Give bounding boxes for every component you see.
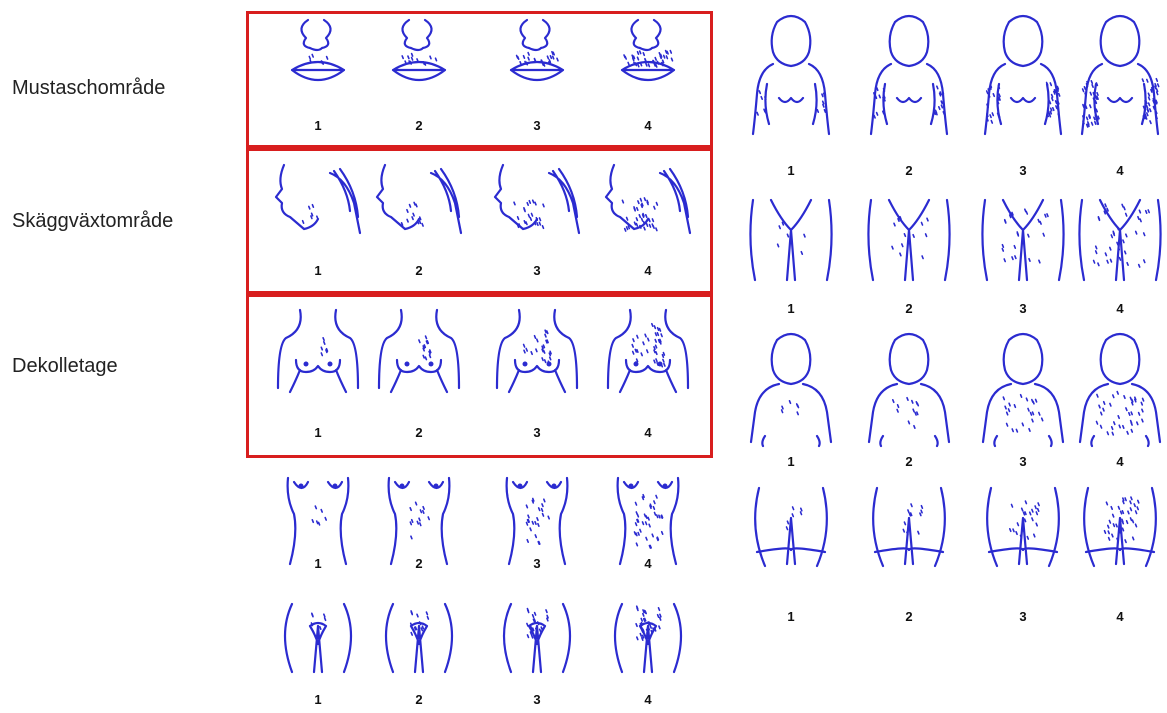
score-moustache-2: 2 xyxy=(371,118,467,133)
score-upper-abdomen-4: 4 xyxy=(600,556,696,571)
figure-lower-abdomen-2 xyxy=(371,596,467,692)
figure-lower-abdomen-4 xyxy=(600,596,696,692)
score-beard-2: 2 xyxy=(371,263,467,278)
figure-moustache-3 xyxy=(489,10,585,106)
figure-moustache-1 xyxy=(270,10,366,106)
figure-decolletage-4 xyxy=(600,300,696,396)
figure-upper-arms-3 xyxy=(975,14,1071,110)
score-thighs-1: 1 xyxy=(743,301,839,316)
figure-decolletage-2 xyxy=(371,300,467,396)
figure-upper-abdomen-3 xyxy=(489,468,585,564)
figure-upper-abdomen-2 xyxy=(371,468,467,564)
figure-beard-2 xyxy=(371,153,467,249)
score-lower-back-1: 1 xyxy=(743,609,839,624)
score-lower-abdomen-1: 1 xyxy=(270,692,366,707)
score-upper-abdomen-3: 3 xyxy=(489,556,585,571)
score-lower-abdomen-2: 2 xyxy=(371,692,467,707)
score-upper-arms-4: 4 xyxy=(1072,163,1167,178)
figure-thighs-2 xyxy=(861,200,957,296)
figure-moustache-2 xyxy=(371,10,467,106)
score-moustache-1: 1 xyxy=(270,118,366,133)
figure-lower-abdomen-1 xyxy=(270,596,366,692)
figure-lower-back-1 xyxy=(743,488,839,584)
figure-beard-1 xyxy=(270,153,366,249)
score-decolletage-3: 3 xyxy=(489,425,585,440)
figure-thighs-3 xyxy=(975,200,1071,296)
score-upper-abdomen-1: 1 xyxy=(270,556,366,571)
score-beard-4: 4 xyxy=(600,263,696,278)
score-lower-back-4: 4 xyxy=(1072,609,1167,624)
figure-lower-back-4 xyxy=(1072,488,1167,584)
score-upper-arms-3: 3 xyxy=(975,163,1071,178)
figure-lower-back-2 xyxy=(861,488,957,584)
score-lower-abdomen-3: 3 xyxy=(489,692,585,707)
score-beard-3: 3 xyxy=(489,263,585,278)
score-decolletage-4: 4 xyxy=(600,425,696,440)
score-thighs-4: 4 xyxy=(1072,301,1167,316)
score-beard-1: 1 xyxy=(270,263,366,278)
figure-upper-arms-2 xyxy=(861,14,957,110)
score-upper-back-4: 4 xyxy=(1072,454,1167,469)
figure-upper-back-4 xyxy=(1072,340,1167,436)
score-upper-back-3: 3 xyxy=(975,454,1071,469)
figure-beard-3 xyxy=(489,153,585,249)
score-upper-back-1: 1 xyxy=(743,454,839,469)
label-decolletage: Dekolletage xyxy=(12,355,118,378)
score-moustache-3: 3 xyxy=(489,118,585,133)
figure-beard-4 xyxy=(600,153,696,249)
score-upper-back-2: 2 xyxy=(861,454,957,469)
figure-upper-back-1 xyxy=(743,340,839,436)
score-decolletage-2: 2 xyxy=(371,425,467,440)
score-moustache-4: 4 xyxy=(600,118,696,133)
figure-moustache-4 xyxy=(600,10,696,106)
figure-upper-arms-1 xyxy=(743,14,839,110)
score-upper-arms-2: 2 xyxy=(861,163,957,178)
label-moustache: Mustaschområde xyxy=(12,77,165,100)
figure-upper-abdomen-1 xyxy=(270,468,366,564)
figure-decolletage-3 xyxy=(489,300,585,396)
figure-decolletage-1 xyxy=(270,300,366,396)
score-thighs-2: 2 xyxy=(861,301,957,316)
figure-lower-abdomen-3 xyxy=(489,596,585,692)
score-lower-abdomen-4: 4 xyxy=(600,692,696,707)
label-beard: Skäggväxtområde xyxy=(12,210,173,233)
score-decolletage-1: 1 xyxy=(270,425,366,440)
score-upper-abdomen-2: 2 xyxy=(371,556,467,571)
figure-upper-back-3 xyxy=(975,340,1071,436)
figure-upper-arms-4 xyxy=(1072,14,1167,110)
score-thighs-3: 3 xyxy=(975,301,1071,316)
figure-thighs-4 xyxy=(1072,200,1167,296)
figure-upper-back-2 xyxy=(861,340,957,436)
score-upper-arms-1: 1 xyxy=(743,163,839,178)
figure-thighs-1 xyxy=(743,200,839,296)
figure-upper-abdomen-4 xyxy=(600,468,696,564)
score-lower-back-3: 3 xyxy=(975,609,1071,624)
figure-lower-back-3 xyxy=(975,488,1071,584)
score-lower-back-2: 2 xyxy=(861,609,957,624)
